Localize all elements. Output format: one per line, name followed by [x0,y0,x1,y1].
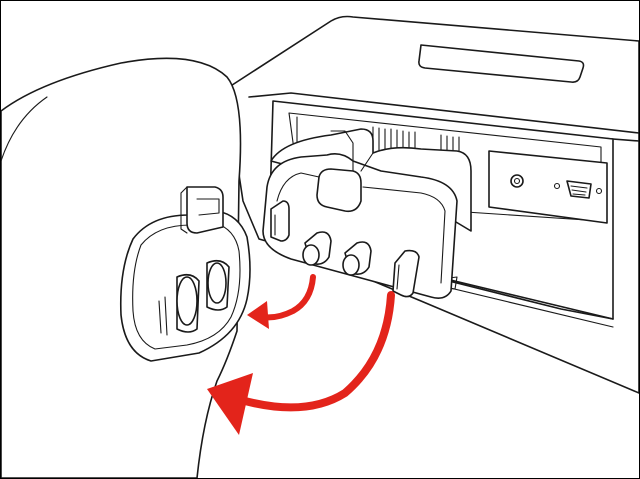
jack-1 [302,231,332,266]
plug-slot-right [392,249,420,298]
audio-jack-icon [510,174,524,188]
hand [1,57,242,478]
jack-2 [342,241,372,276]
connector-panel [488,150,608,224]
top-vent [418,44,585,83]
plug-housing [262,128,472,299]
curved-arrow-small [247,274,316,329]
plug-slot-left [270,200,290,242]
curved-arrow-large [207,291,395,435]
removed-cover [119,186,251,362]
vga-port-icon [553,180,603,199]
